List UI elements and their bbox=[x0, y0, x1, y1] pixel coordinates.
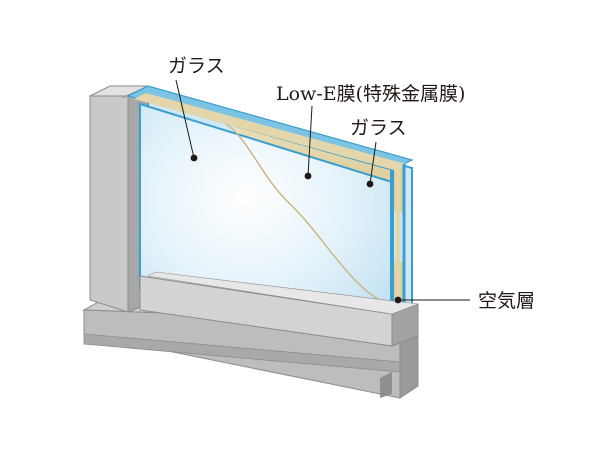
glass-inner-leader bbox=[369, 141, 377, 185]
low-e-text: Low-E膜(特殊金属膜) bbox=[276, 83, 465, 105]
glazing-bead bbox=[139, 271, 419, 347]
low-e-leader bbox=[307, 105, 313, 177]
glass-inner-dot bbox=[366, 180, 374, 188]
label-air-layer: 空気層 bbox=[394, 290, 535, 312]
glass-outer-text: ガラス bbox=[168, 55, 225, 77]
glass-outer-leader bbox=[175, 79, 195, 159]
low-e-dot bbox=[304, 172, 312, 180]
label-low-e: Low-E膜(特殊金属膜) bbox=[276, 83, 465, 180]
label-glass-inner: ガラス bbox=[350, 117, 407, 188]
label-glass-outer: ガラス bbox=[168, 55, 225, 162]
air-layer-text: 空気層 bbox=[478, 290, 535, 312]
glass-outer-dot bbox=[190, 154, 198, 162]
glass-inner-text: ガラス bbox=[350, 117, 407, 139]
